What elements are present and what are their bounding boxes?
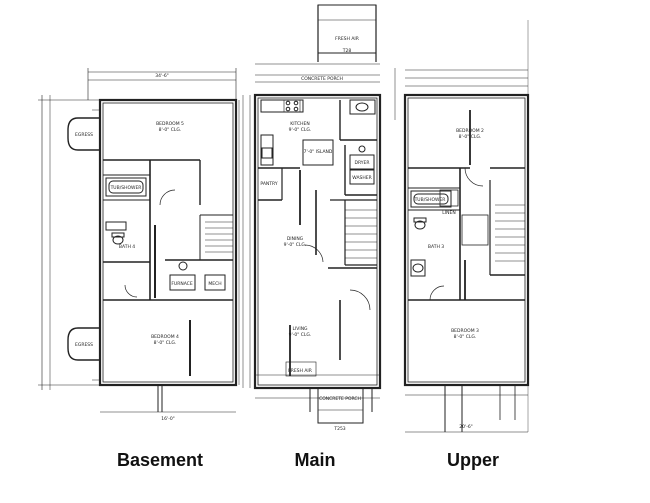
main-washer: WASHER <box>352 175 372 181</box>
basement-bath: BATH 4 <box>119 244 135 250</box>
main-kitchen-ceiling: 9'-0" CLG. <box>289 127 312 133</box>
basement-egress-top: EGRESS <box>75 132 93 138</box>
basement-label: Basement <box>116 450 204 470</box>
basement-furnace: FURNACE <box>171 281 193 287</box>
upper-bedroom-bottom: BEDROOM 3 <box>451 328 479 334</box>
upper-bedroom-top: BEDROOM 2 <box>456 128 484 134</box>
upper-bedroom-bottom-ceiling: 8'-0" CLG. <box>454 334 477 340</box>
main-dining: DINING <box>287 236 304 242</box>
upper-plan <box>394 20 530 433</box>
upper-tub: TUB/SHOWER <box>414 197 446 203</box>
main-concrete-porch-bottom: CONCRETE PORCH <box>319 396 361 402</box>
main-pantry: PANTRY <box>260 181 277 187</box>
main-porch-top: FRESH AIR <box>335 36 359 42</box>
basement-mech: MECH <box>208 281 221 287</box>
upper-label: Upper <box>446 450 499 470</box>
main-concrete-porch-top: CONCRETE PORCH <box>301 76 343 82</box>
upper-dim-bottom: 20'-6" <box>459 424 473 430</box>
basement-bedroom-top: BEDROOM 5 <box>156 121 184 127</box>
basement-dim-bottom: 16'-0" <box>161 416 175 422</box>
basement-bedroom-bottom-ceiling: 8'-0" CLG. <box>154 340 177 346</box>
upper-bedroom-top-ceiling: 8'-0" CLG. <box>459 134 482 140</box>
main-plan <box>242 4 382 424</box>
basement-bedroom-bottom: BEDROOM 4 <box>151 334 179 340</box>
main-kitchen: KITCHEN <box>290 121 310 127</box>
main-tag-bottom: T253 <box>333 426 345 432</box>
main-fresh-air-bottom: FRESH AIR <box>288 368 312 374</box>
main-living: LIVING <box>292 326 308 332</box>
basement-plan <box>38 68 240 413</box>
upper-bath: BATH 3 <box>428 244 444 250</box>
basement-dim-top: 34'-6" <box>155 73 169 79</box>
main-tag-top: T28 <box>342 48 352 54</box>
main-label: Main <box>294 450 336 470</box>
main-island: 7'-0" ISLAND <box>304 149 333 155</box>
main-dryer: DRYER <box>354 160 369 166</box>
basement-bedroom-top-ceiling: 8'-0" CLG. <box>159 127 182 133</box>
upper-linen: LINEN <box>442 210 455 216</box>
main-living-ceiling: 9'-0" CLG. <box>289 332 312 338</box>
basement-tub: TUB/SHOWER <box>110 185 142 191</box>
main-dining-ceiling: 9'-0" CLG. <box>284 242 307 248</box>
basement-egress-bottom: EGRESS <box>75 342 93 348</box>
